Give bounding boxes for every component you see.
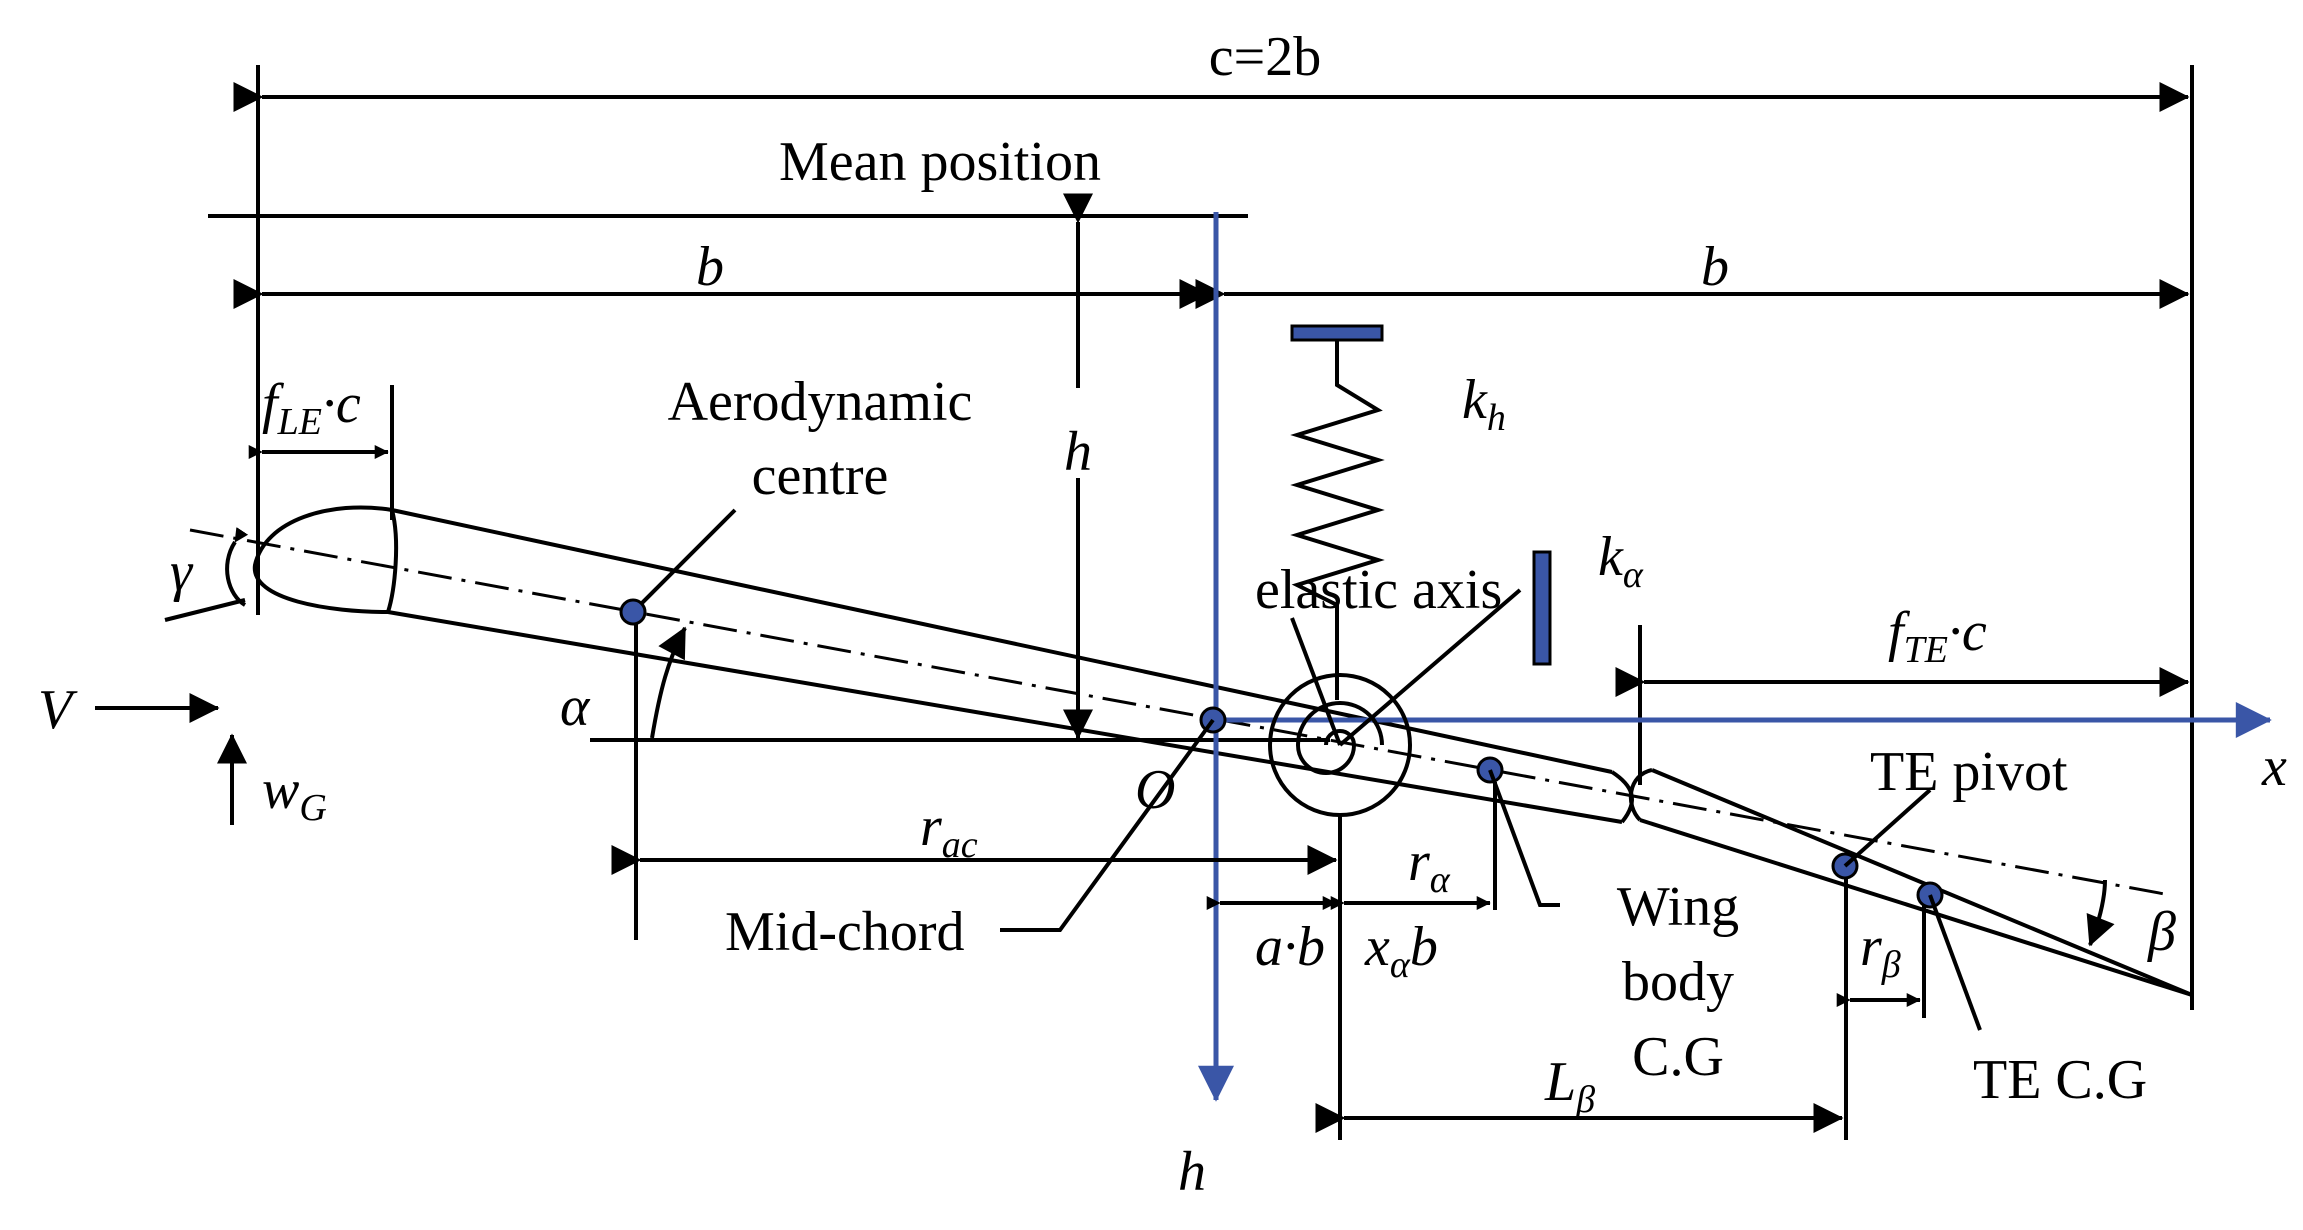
mid-chord-label: Mid-chord <box>725 901 965 963</box>
wing-body-cg: Wing body C.G <box>1488 769 1739 1088</box>
r-beta-label: rβ <box>1860 916 1901 986</box>
f-te-label: fTE·c <box>1888 601 1987 671</box>
alpha-label: α <box>560 676 591 738</box>
bottom-dimensions: rac a·b rα xαb Lβ rβ <box>611 782 1926 1140</box>
wing-body-line1: Wing <box>1617 876 1739 938</box>
alpha-angle: α <box>560 612 687 940</box>
l-beta-label: Lβ <box>1544 1051 1595 1121</box>
mean-position-label: Mean position <box>779 131 1101 193</box>
te-pivot-label: TE pivot <box>1870 741 2068 803</box>
wing-body-line3: C.G <box>1632 1026 1724 1088</box>
half-chord-dimensions: b b <box>233 236 2190 309</box>
f-te-dimension: fTE·c <box>1615 601 2190 697</box>
gamma-angle: γ <box>164 527 249 622</box>
gamma-label: γ <box>170 541 194 603</box>
beta-angle: β <box>2086 879 2176 963</box>
f-le-label: fLE·c <box>262 373 361 443</box>
aero-centre-point <box>619 598 647 626</box>
x-alpha-b-label: xαb <box>1364 916 1438 986</box>
beta-label: β <box>2147 901 2176 963</box>
f-le-dimension: fLE·c <box>248 373 394 520</box>
w-g-label: wG <box>262 759 327 829</box>
x-axis-label: x <box>2261 736 2287 798</box>
te-cg: TE C.G <box>1928 894 2147 1111</box>
k-h-label: kh <box>1462 369 1506 439</box>
te-cg-label: TE C.G <box>1973 1049 2147 1111</box>
mean-position: Mean position <box>208 131 1248 218</box>
te-pivot: TE pivot <box>1843 741 2068 868</box>
plunge-spring: kh <box>1290 324 1506 700</box>
coordinate-axes: x h <box>1178 212 2287 1203</box>
chord-label: c=2b <box>1209 26 1321 88</box>
h-axis-label: h <box>1178 1141 1206 1203</box>
r-ac-label: rac <box>920 796 978 866</box>
chord-dimension: c=2b <box>233 26 2194 1010</box>
h-label: h <box>1064 421 1092 483</box>
aerodynamic-centre: Aerodynamic centre <box>631 371 973 614</box>
aero-centre-line2: centre <box>752 445 889 507</box>
gust-velocity: wG <box>217 733 327 829</box>
aero-centre-line1: Aerodynamic <box>668 371 973 433</box>
elastic-axis: elastic axis kα <box>1255 526 1644 817</box>
freestream-velocity: V <box>38 679 220 741</box>
elastic-axis-label: elastic axis <box>1255 559 1502 621</box>
b-right-label: b <box>1701 236 1729 298</box>
mid-chord: Mid-chord <box>725 718 1215 963</box>
a-b-label: a·b <box>1255 916 1325 978</box>
k-alpha-label: kα <box>1598 526 1644 596</box>
v-label: V <box>38 679 78 741</box>
r-alpha-label: rα <box>1408 831 1451 901</box>
origin-label: O <box>1135 759 1175 821</box>
wing-body-line2: body <box>1622 951 1734 1013</box>
b-left-label: b <box>696 236 724 298</box>
